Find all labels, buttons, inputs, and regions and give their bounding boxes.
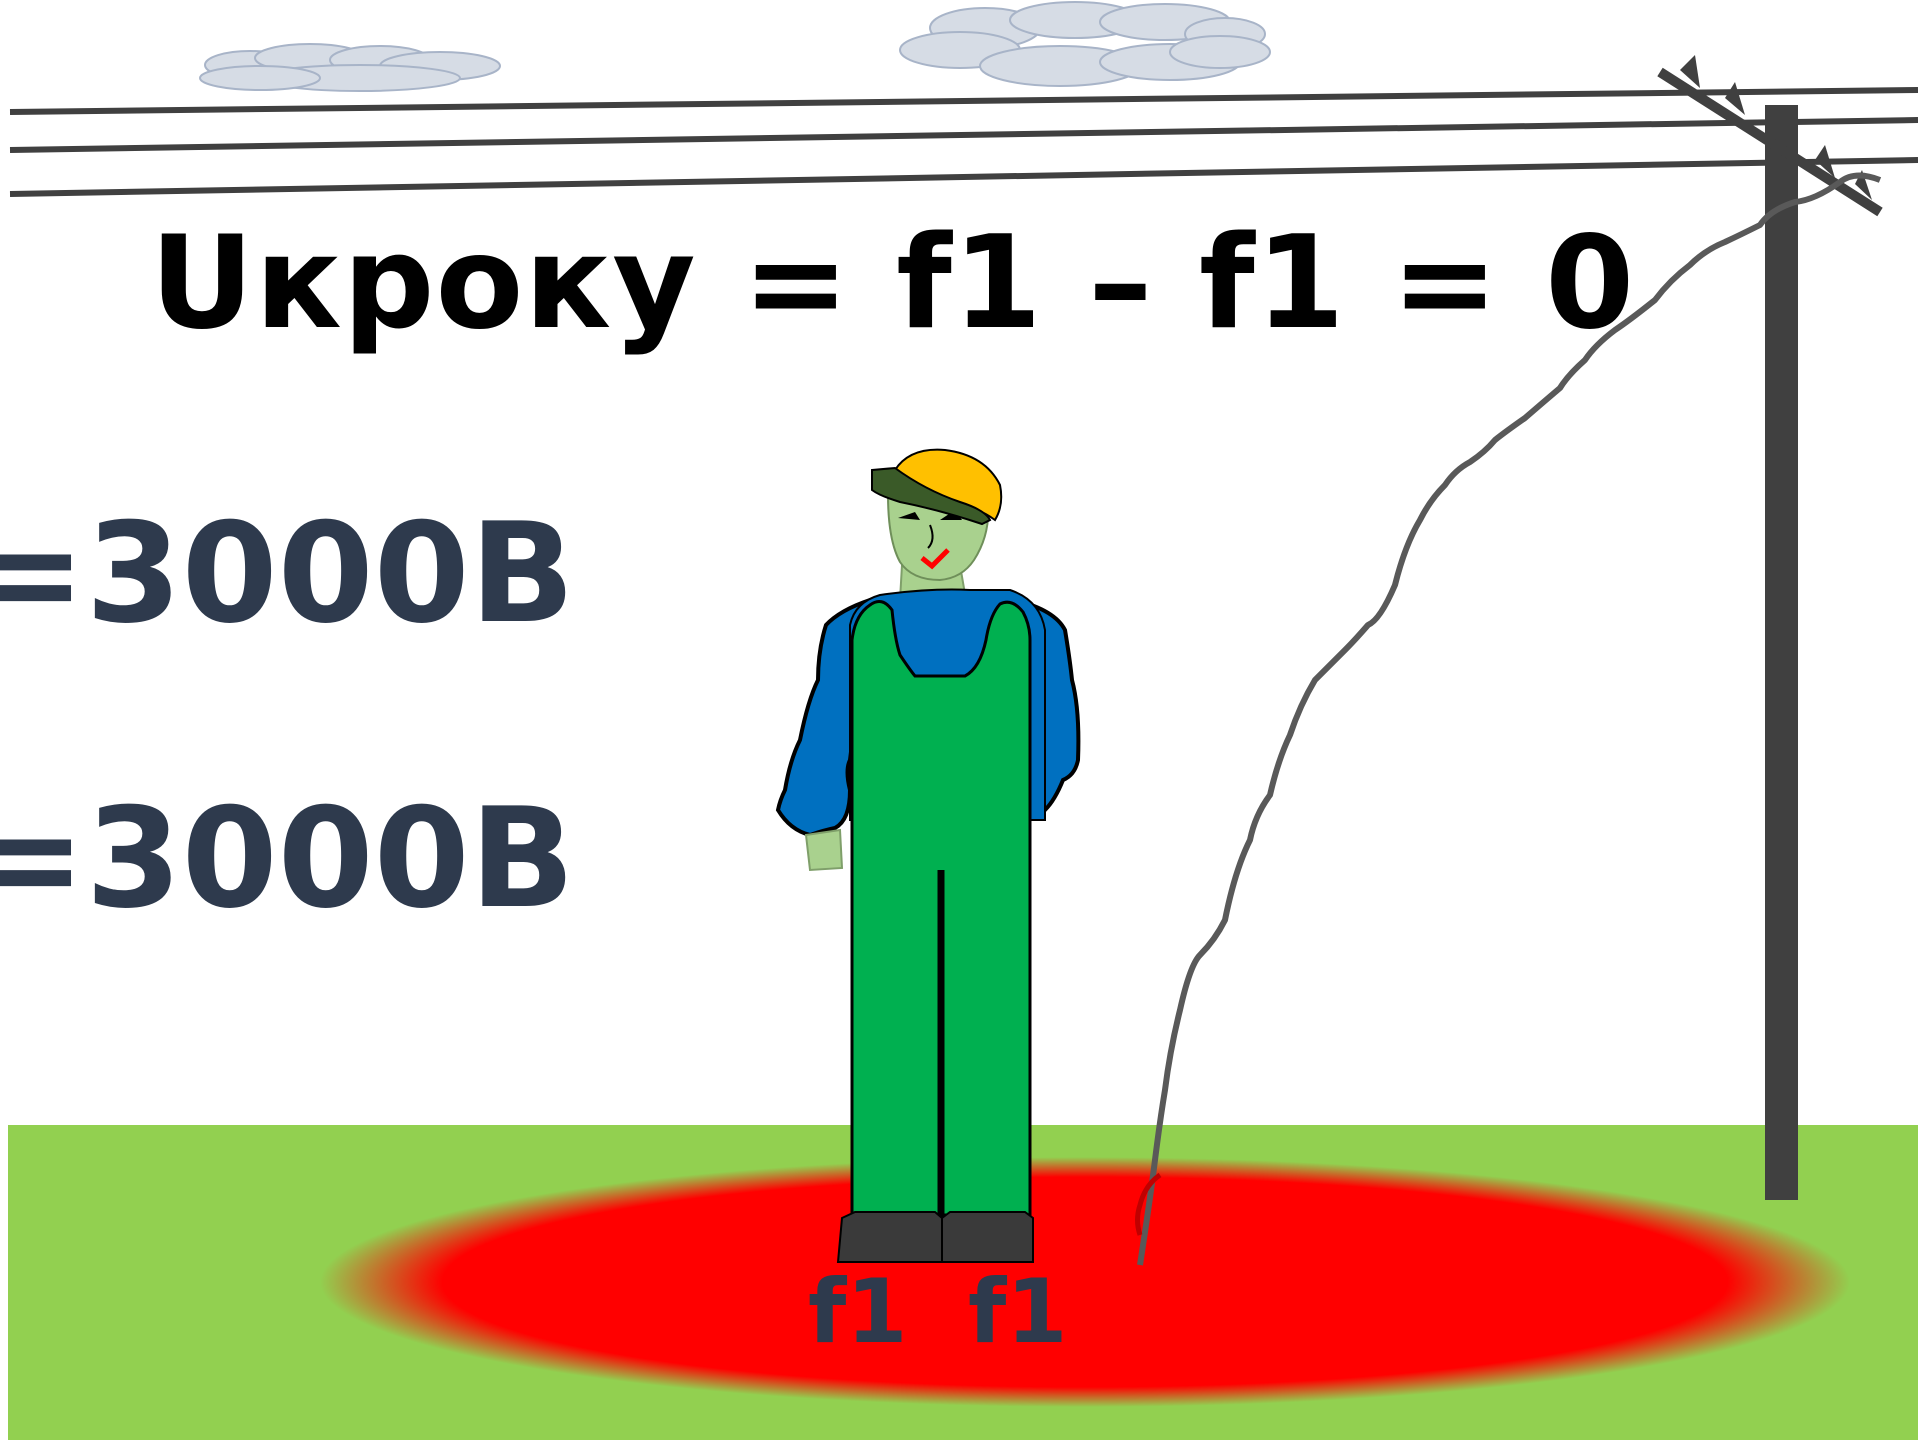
worker-figure <box>775 448 1081 1263</box>
smile-icon <box>920 548 950 570</box>
voltage-value-1: =3000В <box>0 493 575 654</box>
cloud-icon <box>899 1 1271 87</box>
voltage-value-2: =3000В <box>0 778 575 939</box>
power-lines <box>9 87 1918 197</box>
spark-icon <box>1135 1172 1162 1236</box>
left-foot-potential: f1 <box>808 1260 908 1363</box>
cloud-icon <box>199 43 501 92</box>
right-foot-potential: f1 <box>968 1260 1068 1363</box>
step-voltage-formula: Uкроку = f1 – f1 = 0 <box>150 209 1636 358</box>
broken-wire <box>1137 172 1882 1266</box>
hazard-zone <box>320 1157 1850 1407</box>
